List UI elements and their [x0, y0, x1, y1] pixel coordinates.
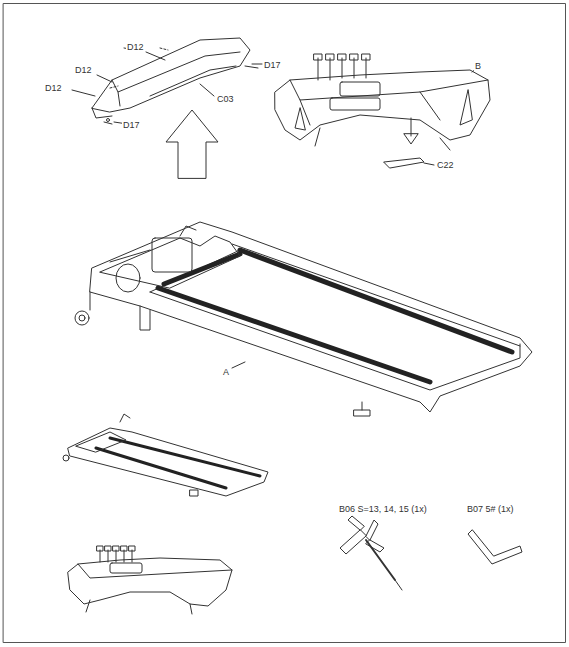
allen-key	[468, 530, 522, 564]
part-label: C22	[436, 161, 455, 170]
treadmill-small	[63, 414, 268, 496]
console-small	[68, 546, 232, 614]
treadmill-base	[75, 222, 532, 416]
part-label: C03	[216, 95, 235, 104]
part-label: D12	[44, 84, 63, 93]
console	[275, 54, 490, 168]
motor-cover	[48, 38, 262, 125]
cross-wrench	[340, 516, 402, 590]
part-label: B07 5# (1x)	[466, 505, 515, 514]
part-label: D12	[74, 66, 93, 75]
part-label: B	[474, 62, 482, 71]
part-label: A	[222, 368, 230, 377]
part-label: D17	[122, 121, 141, 130]
part-label: D12	[126, 43, 145, 52]
lift-arrow	[166, 110, 218, 178]
part-label: B06 S=13, 14, 15 (1x)	[338, 505, 428, 514]
part-label: D17	[263, 61, 282, 70]
